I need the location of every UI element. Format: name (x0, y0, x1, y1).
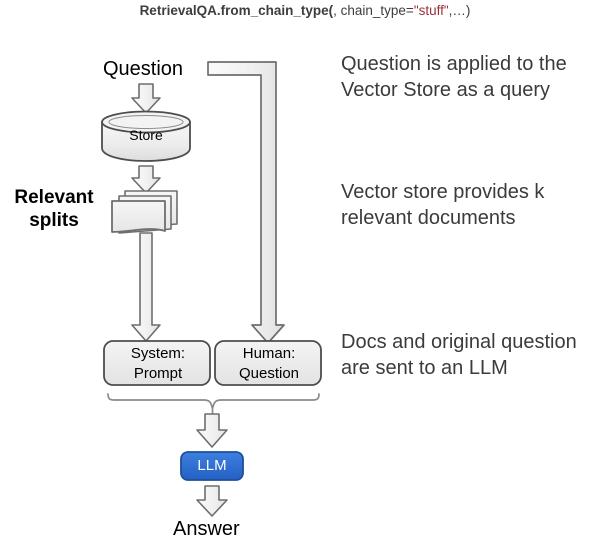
system-prompt-label: System: Prompt (130, 345, 186, 382)
code-string-value: "stuff" (413, 3, 449, 18)
store-node-label: Store (129, 127, 163, 143)
system-prompt-box[interactable] (103, 340, 211, 386)
code-arg-name: , chain_type= (333, 3, 414, 18)
arrow-prompt-to-llm (196, 413, 228, 448)
elbow-arrow-question-to-human (207, 61, 285, 344)
arrow-store-to-splits (131, 165, 161, 194)
relevant-splits-label: Relevant splits (14, 187, 94, 231)
document-stack-icon (111, 190, 178, 234)
annotation-vector-store-provides-docs: Vector store provides k relevant documen… (341, 181, 545, 229)
curly-brace-icon (107, 393, 320, 415)
code-signature-title: RetrievalQA.from_chain_type(, chain_type… (0, 2, 610, 20)
human-question-box[interactable] (214, 340, 322, 386)
llm-box[interactable] (180, 451, 244, 481)
human-question-label: Human: Question (238, 345, 300, 382)
arrow-question-to-store (131, 83, 161, 114)
llm-label: LLM (197, 457, 227, 474)
answer-node-label: Answer (173, 518, 240, 540)
question-node-label: Question (103, 58, 184, 80)
arrow-llm-to-answer (196, 485, 228, 517)
code-call-suffix: ,…) (448, 3, 471, 18)
code-call-prefix: RetrievalQA.from_chain_type( (139, 3, 334, 18)
arrow-splits-to-system-prompt (131, 232, 161, 342)
database-cylinder-icon (101, 110, 191, 162)
annotation-question-to-vector-store: Question is applied to the Vector Store … (341, 53, 567, 101)
annotation-docs-sent-to-llm: Docs and original question are sent to a… (341, 331, 577, 379)
